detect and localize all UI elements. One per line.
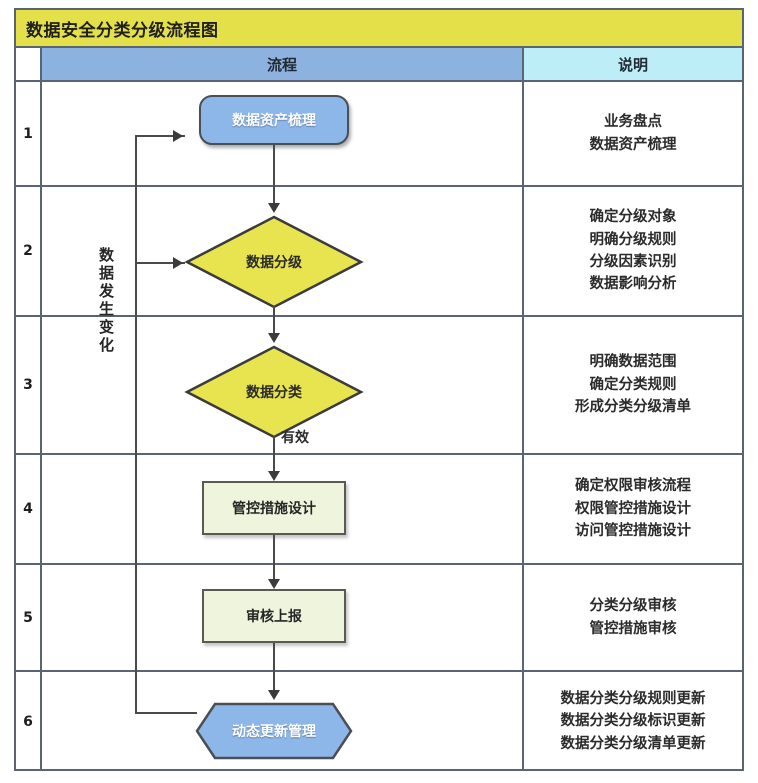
- node-label: 管控措施设计: [232, 501, 316, 517]
- desc-line: 数据影响分析: [589, 276, 677, 293]
- flow-cell-2: 数据分级: [42, 187, 524, 319]
- arrowhead-into-4: [268, 471, 280, 481]
- desc-line: 分级因素识别: [589, 254, 677, 270]
- node-data-grading[interactable]: 数据分级: [184, 214, 364, 310]
- node-data-asset-inventory[interactable]: 数据资产梳理: [199, 95, 349, 145]
- connector-1-to-2: [273, 145, 275, 187]
- row-number-1: 1: [16, 82, 42, 185]
- arrowhead-to-classification: [173, 257, 183, 269]
- desc-line: 确定分类规则: [589, 376, 677, 393]
- flowchart-table: 数据安全分类分级流程图 流程 说明 1 数据资产梳理: [14, 8, 744, 771]
- flow-cell-6: 动态更新管理: [42, 672, 524, 771]
- desc-line: 数据分类分级规则更新: [560, 690, 706, 707]
- diagram-title: 数据安全分类分级流程图: [26, 20, 219, 41]
- desc-line: 权限管控措施设计: [575, 500, 691, 517]
- loop-branch-to-classification: [135, 262, 185, 264]
- node-label: 数据资产梳理: [232, 113, 316, 129]
- flow-cell-1: 数据资产梳理: [42, 82, 524, 187]
- arrowhead-into-5: [268, 579, 280, 589]
- arrowhead-into-3: [268, 333, 280, 343]
- table-row: 5 审核上报 分类分级审核 管控措施审核: [16, 565, 742, 674]
- row-number-4: 4: [16, 455, 42, 563]
- desc-cell-5: 分类分级审核 管控措施审核: [524, 565, 742, 670]
- connector-into-6: [273, 672, 275, 692]
- node-review-report[interactable]: 审核上报: [202, 589, 346, 643]
- desc-line: 形成分类分级清单: [575, 399, 691, 416]
- header-cell-flow: 流程: [42, 48, 524, 82]
- desc-line: 明确分级规则: [589, 231, 677, 248]
- edge-label-valid: 有效: [281, 430, 309, 446]
- row-number-2: 2: [16, 187, 42, 315]
- connector-into-3: [273, 317, 275, 335]
- desc-cell-2: 确定分级对象 明确分级规则 分级因素识别 数据影响分析: [524, 187, 742, 315]
- flowchart-rows: 1 数据资产梳理 业务盘点 数据资产梳理 2: [16, 82, 742, 771]
- connector-into-4: [273, 455, 275, 473]
- connector-2-to-3: [273, 306, 275, 319]
- arrowhead-into-2: [268, 203, 280, 213]
- desc-line: 确定分级对象: [589, 209, 677, 226]
- flow-cell-4: 管控措施设计: [42, 455, 524, 567]
- flow-cell-5: 审核上报: [42, 565, 524, 674]
- row-number-5: 5: [16, 565, 42, 670]
- table-row: 6 动态更新管理 数据分类分级规则更新 数据分类分级标识: [16, 672, 742, 771]
- arrowhead-into-6: [268, 690, 280, 700]
- connector-into-2: [273, 187, 275, 205]
- desc-cell-4: 确定权限审核流程 权限管控措施设计 访问管控措施设计: [524, 455, 742, 563]
- table-row: 4 管控措施设计 确定权限审核流程 权限管控措施设计 访问管控措施设计: [16, 455, 742, 567]
- table-row: 3 数据分类 有效 明确数据范围: [16, 317, 742, 457]
- desc-line: 数据分类分级清单更新: [560, 735, 706, 752]
- header-label-flow: 流程: [266, 55, 297, 74]
- row-number-3: 3: [16, 317, 42, 453]
- connector-5-to-6: [273, 643, 275, 674]
- node-dynamic-update-management[interactable]: 动态更新管理: [195, 702, 353, 760]
- loop-segment-vertical: [135, 135, 137, 714]
- desc-cell-3: 明确数据范围 确定分类规则 形成分类分级清单: [524, 317, 742, 453]
- flow-cell-3: 数据分类 有效: [42, 317, 524, 457]
- arrowhead-to-grading: [173, 130, 183, 142]
- connector-4-to-5: [273, 535, 275, 567]
- desc-line: 管控措施审核: [589, 620, 677, 637]
- desc-line: 数据分类分级标识更新: [560, 713, 706, 730]
- desc-cell-1: 业务盘点 数据资产梳理: [524, 82, 742, 185]
- connector-3-to-4: [273, 436, 275, 457]
- row-number-6: 6: [16, 672, 42, 771]
- desc-line: 数据资产梳理: [589, 136, 677, 153]
- node-label: 审核上报: [246, 609, 302, 625]
- diagram-title-bar: 数据安全分类分级流程图: [16, 10, 742, 48]
- desc-line: 明确数据范围: [589, 354, 677, 371]
- header-cell-description: 说明: [524, 48, 742, 82]
- desc-line: 分类分级审核: [589, 598, 677, 615]
- connector-into-5: [273, 565, 275, 581]
- desc-line: 确定权限审核流程: [575, 478, 691, 495]
- loop-branch-to-grading: [135, 135, 185, 137]
- header-label-description: 说明: [617, 55, 648, 74]
- column-header-row: 流程 说明: [16, 48, 742, 82]
- header-cell-number: [16, 48, 42, 82]
- loop-segment-from-hexagon: [135, 712, 197, 714]
- node-data-classification[interactable]: 数据分类: [184, 344, 364, 440]
- desc-cell-6: 数据分类分级规则更新 数据分类分级标识更新 数据分类分级清单更新: [524, 672, 742, 771]
- desc-line: 业务盘点: [604, 114, 662, 131]
- node-control-measure-design[interactable]: 管控措施设计: [202, 481, 346, 535]
- desc-line: 访问管控措施设计: [575, 523, 691, 540]
- table-row: 1 数据资产梳理 业务盘点 数据资产梳理: [16, 82, 742, 187]
- table-row: 2 数据分级 确定分级对象 明确分: [16, 187, 742, 319]
